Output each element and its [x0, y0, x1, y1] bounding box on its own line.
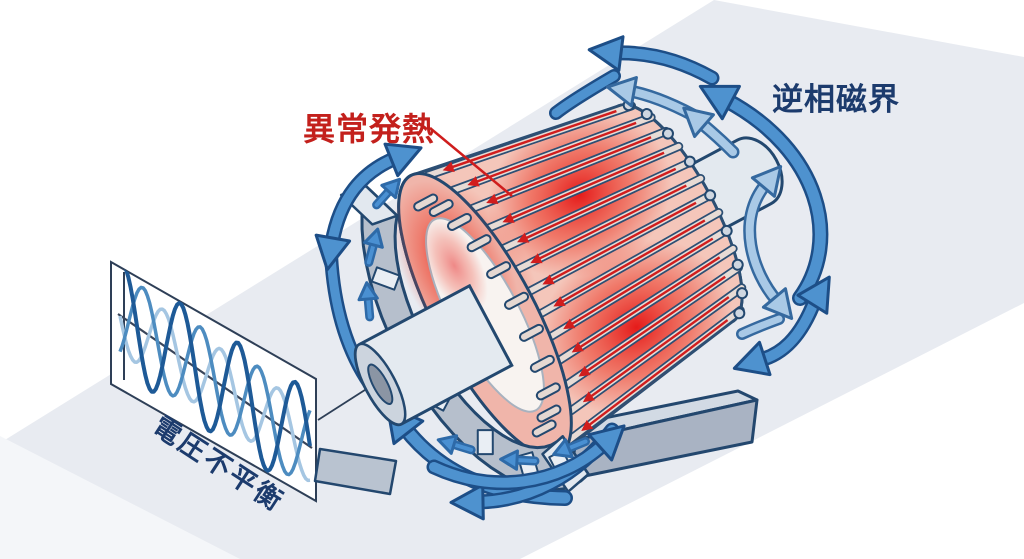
- stator-slot: [370, 266, 401, 291]
- wave-phase-1: [118, 307, 311, 483]
- shaft-bore: [367, 363, 394, 405]
- wave-phase-3: [119, 262, 312, 473]
- background-corner-highlight: [0, 436, 240, 559]
- abnormal-heat-label: 異常発熱: [303, 110, 435, 148]
- base-left-foot: [313, 447, 398, 496]
- rotor-assembly: [378, 99, 784, 458]
- cage-pins: [413, 193, 562, 438]
- stator-slot: [476, 429, 494, 456]
- front-shaft: [353, 283, 514, 427]
- reverse-phase-field-label: 逆相磁界: [772, 82, 900, 118]
- heat-current-arrows: [442, 109, 730, 432]
- three-phase-waves: [118, 262, 312, 483]
- heat-leader-line: [429, 127, 513, 197]
- waveform-panel: [110, 260, 369, 503]
- panel-connector-line: [317, 387, 369, 421]
- field-arrows-front: [314, 35, 831, 521]
- field-arrows-behind: [549, 69, 621, 120]
